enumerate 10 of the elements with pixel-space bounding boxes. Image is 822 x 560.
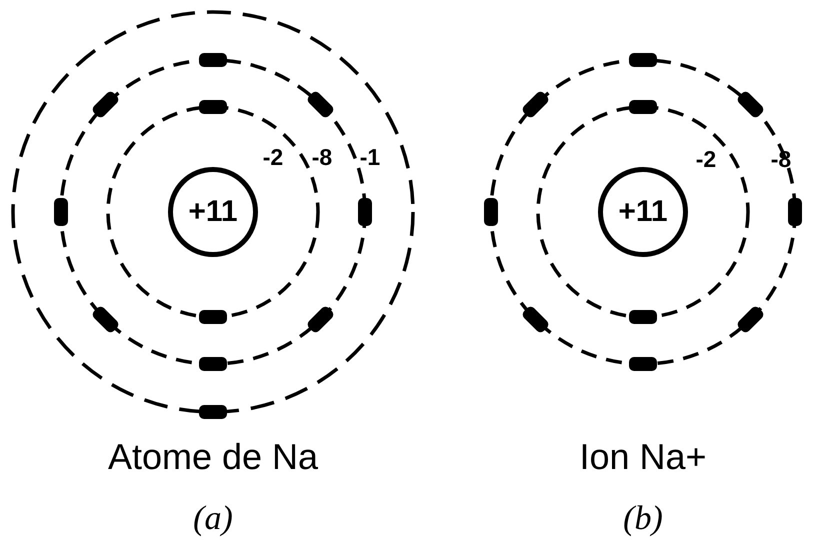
caption: Ion Na+ [579,436,707,478]
nucleus-circle: +11 [598,167,688,257]
electron-count: -2 [262,144,284,171]
electron-count: -8 [312,144,332,171]
panel-label: (a) [193,500,233,538]
electron-count: -2 [696,146,716,173]
electron-count: -1 [360,144,380,171]
nucleus-circle: +11 [168,167,258,257]
caption: Atome de Na [108,436,318,478]
panel-label: (b) [623,500,663,538]
